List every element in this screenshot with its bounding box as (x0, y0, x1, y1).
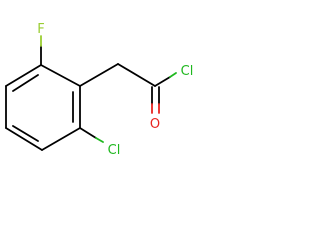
carbonyl-oxygen-label: O (150, 117, 160, 132)
ring-chlorine-label: Cl (108, 143, 121, 158)
substituent-bonds (40, 35, 177, 143)
molecule-diagram: F Cl Cl O (5, 22, 194, 158)
ch2-co-bond (117, 63, 156, 87)
acyl-chlorine-label: Cl (181, 64, 194, 79)
ring-double-bond-inner (12, 74, 39, 92)
c-cl-bond (79, 127, 97, 139)
co-cl-bond-colored (169, 72, 177, 78)
structure-canvas: F Cl Cl O (5, 22, 194, 158)
ring-double-bond-inner (12, 125, 39, 142)
benzene-ring (5, 64, 81, 151)
ring-bond (5, 64, 42, 87)
fluorine-label: F (37, 22, 44, 37)
co-cl-bond (154, 76, 171, 87)
ring-bond (40, 64, 81, 87)
c-cl-bond-colored (95, 137, 104, 143)
ring-bond (41, 127, 81, 151)
ring-bond (5, 127, 43, 151)
c-ch2-bond (79, 63, 119, 87)
